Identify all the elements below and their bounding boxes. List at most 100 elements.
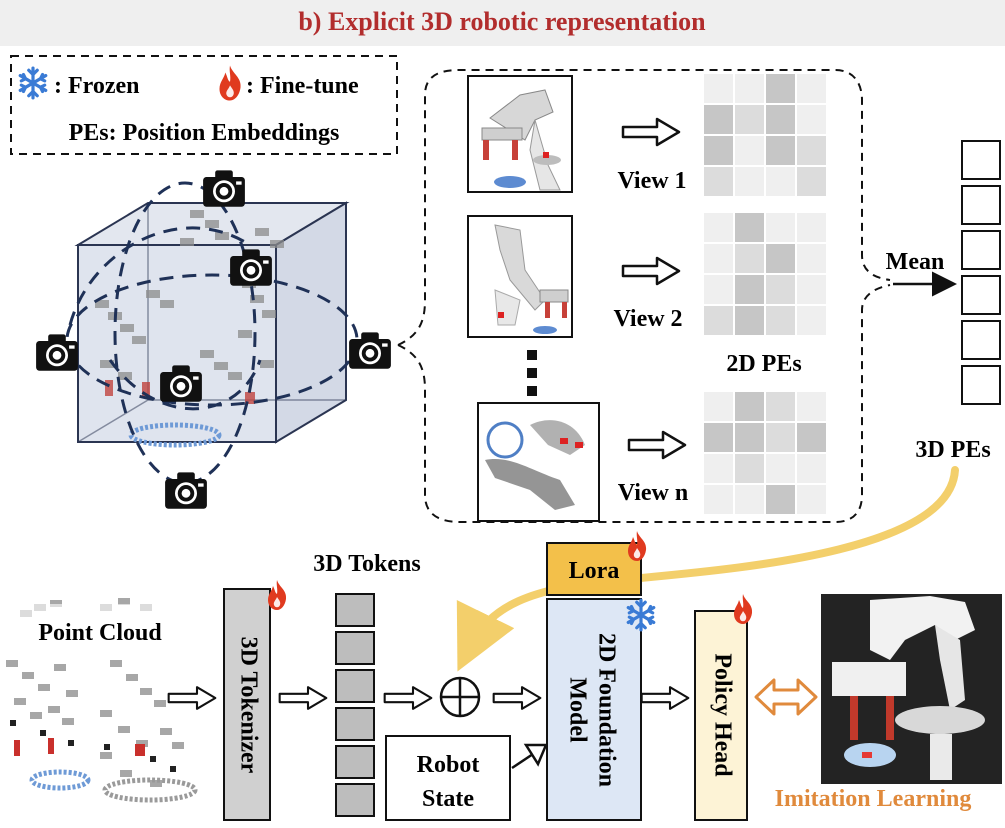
legend-frozen-label: : Frozen — [54, 73, 140, 99]
pe-2d-label: 2D PEs — [726, 351, 801, 377]
flame-icon — [628, 531, 647, 561]
view-label-n: View n — [618, 480, 688, 506]
arrow-right-icon — [621, 117, 681, 147]
policy-head-box — [694, 610, 748, 821]
arrow-right-icon — [383, 685, 433, 711]
cube-scene — [36, 170, 391, 509]
tokenizer-label: 3D Tokenizer — [235, 637, 261, 774]
ellipsis-dots — [527, 350, 537, 396]
pe-cell — [735, 136, 764, 165]
pe-cell — [766, 74, 795, 103]
pe-cell — [735, 454, 764, 483]
lora-label: Lora — [569, 558, 620, 584]
cube-bowl — [128, 422, 222, 448]
pe-cell — [704, 244, 733, 273]
pe-cell — [766, 213, 795, 242]
pe-cell — [704, 454, 733, 483]
flame-icon — [734, 594, 753, 624]
arrow-right-icon — [167, 685, 217, 711]
arrow-right-icon — [640, 685, 690, 711]
pe-cell — [704, 74, 733, 103]
flame-icon — [219, 65, 241, 101]
pe-cell — [704, 136, 733, 165]
point-cloud-label: Point Cloud — [38, 620, 162, 646]
pe-3d-label: 3D PEs — [915, 437, 990, 463]
camera-icon-left — [36, 334, 78, 371]
view-2-thumbnail — [467, 215, 573, 338]
pe-grid-view-n — [704, 392, 826, 514]
camera-icon-right — [349, 332, 391, 369]
pe-cell — [735, 275, 764, 304]
legend-finetune-label: : Fine-tune — [246, 73, 359, 99]
legend-box: : Frozen : Fine-tune PEs: Position Embed… — [10, 55, 398, 155]
pe-cell — [766, 454, 795, 483]
pe-cell — [704, 306, 733, 335]
mean-label: Mean — [886, 249, 945, 275]
arrow-right-icon — [492, 685, 542, 711]
views-bracket-top — [397, 69, 891, 346]
pe-3d-cell — [961, 140, 1001, 180]
token-cell — [335, 707, 375, 741]
pe-cell — [704, 392, 733, 421]
lora-box — [546, 542, 642, 596]
pe-cell — [735, 74, 764, 103]
pe-injection-arrow — [456, 466, 959, 672]
pe-cell — [735, 167, 764, 196]
token-column — [335, 593, 375, 817]
pe-cell — [704, 485, 733, 514]
token-cell — [335, 745, 375, 779]
view-label-2: View 2 — [613, 306, 682, 332]
foundation-line1: 2D Foundation — [593, 633, 619, 787]
pe-cell — [766, 136, 795, 165]
arrow-right-icon — [627, 430, 687, 460]
pe-cell — [735, 306, 764, 335]
camera-icon-top — [203, 170, 245, 207]
pe-cell — [797, 213, 826, 242]
view-n-thumbnail — [477, 402, 600, 522]
token-cell — [335, 593, 375, 627]
pe-3d-cell — [961, 365, 1001, 405]
pe-cell — [797, 423, 826, 452]
pe-cell — [735, 485, 764, 514]
tokens-label: 3D Tokens — [313, 551, 420, 577]
pe-cell — [797, 105, 826, 134]
pe-cell — [766, 167, 795, 196]
double-arrow-icon — [754, 678, 818, 716]
views-bracket-bottom — [397, 284, 891, 523]
pe-cell — [797, 167, 826, 196]
flame-icon — [268, 580, 287, 610]
pe-cell — [766, 244, 795, 273]
pe-cell — [735, 423, 764, 452]
pe-cell — [766, 306, 795, 335]
pe-cell — [797, 136, 826, 165]
pe-3d-cell — [961, 320, 1001, 360]
pe-cell — [797, 275, 826, 304]
pe-cell — [735, 105, 764, 134]
pe-cell — [797, 454, 826, 483]
foundation-model-box — [546, 598, 642, 821]
pe-cell — [797, 244, 826, 273]
pe-cell — [735, 392, 764, 421]
arrow-right-icon — [621, 256, 681, 286]
pe-cell — [704, 275, 733, 304]
pe-3d-column — [961, 140, 1001, 405]
pe-grid-view-1 — [704, 74, 826, 196]
legend-pes-label: PEs: Position Embeddings — [69, 120, 340, 146]
pe-cell — [704, 423, 733, 452]
robot-state-line1: Robot — [417, 752, 480, 778]
pe-cell — [704, 105, 733, 134]
snowflake-icon — [18, 66, 48, 100]
point-cloud-label-bg — [0, 604, 200, 656]
pe-cell — [766, 105, 795, 134]
token-cell — [335, 783, 375, 817]
robot-state-arrowhead — [523, 743, 548, 767]
pe-3d-cell — [961, 230, 1001, 270]
token-cell — [335, 631, 375, 665]
pe-cell — [797, 306, 826, 335]
pe-cell — [704, 167, 733, 196]
foundation-line2: Model — [564, 677, 590, 743]
tokenizer-box — [223, 588, 271, 821]
pe-3d-cell — [961, 185, 1001, 225]
arrow-right-icon — [278, 685, 328, 711]
